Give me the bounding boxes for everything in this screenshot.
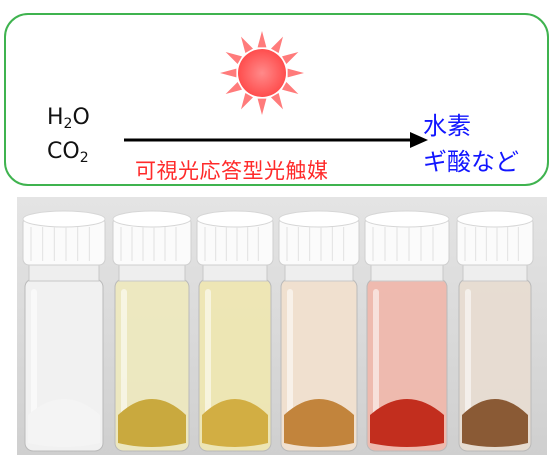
sun-ray: [257, 31, 267, 48]
vials-illustration: [22, 210, 534, 452]
reaction-scheme-box: H2O CO2 可視光応答型光触媒 水素 ギ酸など: [4, 13, 549, 186]
sun-ray: [271, 36, 283, 54]
sun-ray: [225, 52, 243, 64]
reaction-arrow: [124, 132, 428, 148]
vials-photo: [17, 197, 547, 455]
sun-ray: [281, 52, 299, 64]
reactants: H2O CO2: [47, 101, 90, 169]
sun-ray: [241, 36, 253, 54]
product-formic-acid: ギ酸など: [423, 148, 519, 176]
sun-ray: [271, 92, 283, 110]
vial: [22, 210, 106, 452]
product-hydrogen: 水素: [423, 112, 471, 140]
vial: [364, 210, 450, 452]
sun-ray: [241, 92, 253, 110]
catalyst-label: 可視光応答型光触媒: [135, 159, 329, 183]
sun-ray: [281, 82, 299, 94]
sun-icon: [220, 31, 304, 115]
sun-ray: [257, 98, 267, 115]
reactant-water: H2O: [47, 105, 90, 132]
sun-ray: [225, 82, 243, 94]
sun-ray: [220, 68, 237, 78]
sun-ray: [287, 68, 304, 78]
vial: [112, 210, 192, 452]
vial: [456, 210, 534, 452]
vial: [278, 210, 360, 452]
products: 水素 ギ酸など: [423, 108, 519, 180]
vial: [196, 210, 274, 452]
reactant-co2: CO2: [47, 139, 89, 166]
